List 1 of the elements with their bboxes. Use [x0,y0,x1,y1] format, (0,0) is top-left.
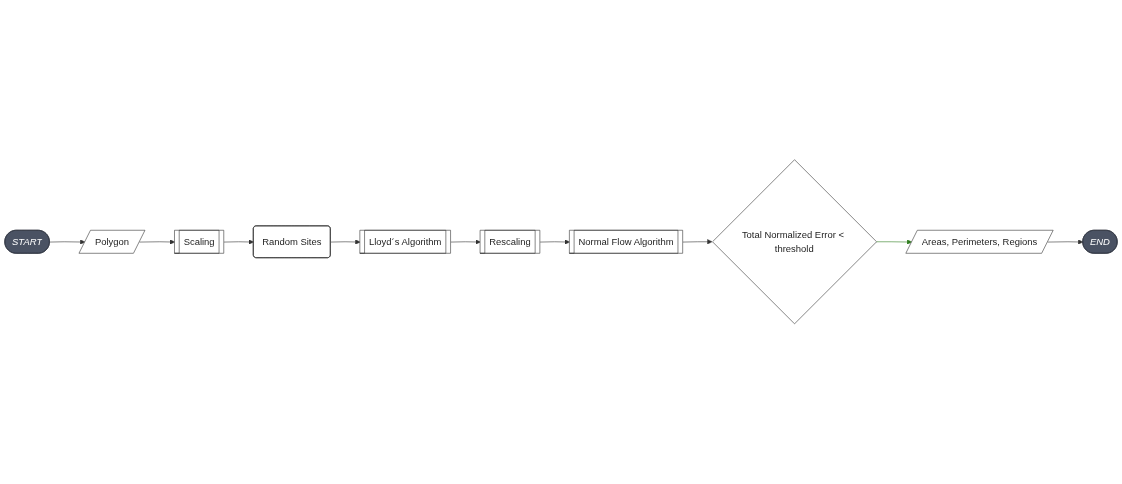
node-diamond: Total Normalized Error < threshold [712,159,877,325]
